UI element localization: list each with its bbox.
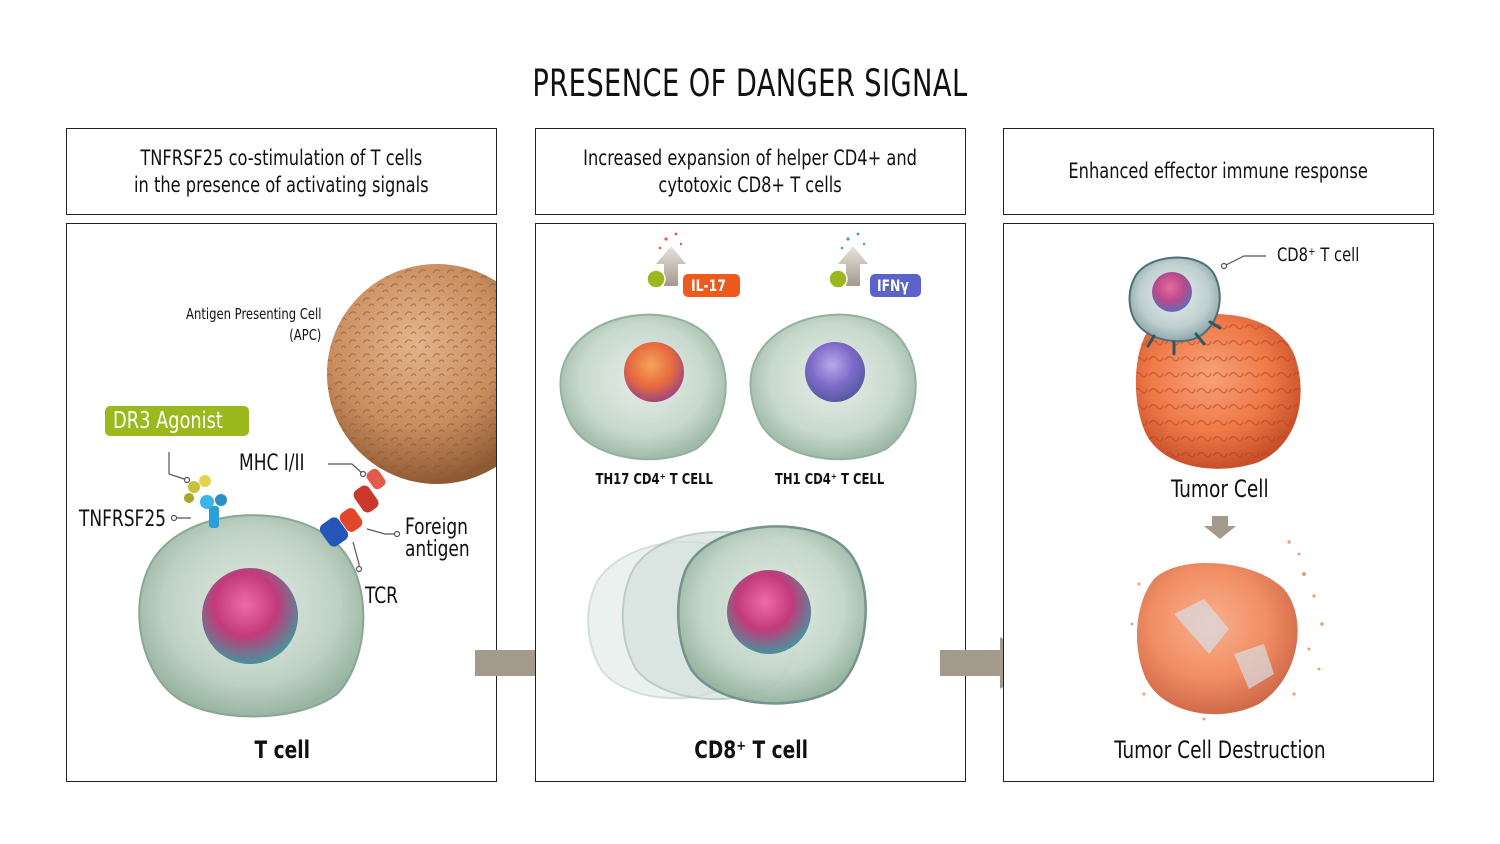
foreign-antigen-line1: Foreign [405, 515, 468, 540]
panel1-illustration [138, 264, 496, 718]
cd8-cell-cluster [587, 525, 867, 705]
panel3-header: Enhanced effector immune response [1003, 128, 1434, 215]
ifn-badge: IFNγ [870, 274, 922, 297]
t-cell-caption: T cell [254, 736, 311, 764]
page-title: PRESENCE OF DANGER SIGNAL [532, 62, 968, 105]
il17-badge: IL-17 [683, 274, 740, 297]
th1-cell [749, 313, 917, 461]
apc-label-line2: (APC) [288, 326, 321, 344]
panel1-header-line1: TNFRSF25 co-stimulation of T cells [140, 145, 423, 170]
tumor-cell-label: Tumor Cell [1170, 475, 1269, 503]
panel3-illustration [1128, 255, 1324, 721]
destroyed-tumor-cell [1130, 540, 1324, 721]
tcr-mhc-complex [319, 468, 386, 547]
tumor-cell [1135, 314, 1301, 469]
panel3-body: CD8⁺ T cell Tumor Cell Tumor Cell Destru… [1003, 223, 1434, 782]
panel2-header-line2: cytotoxic CD8+ T cells [658, 172, 843, 197]
panel1-header-line2: in the presence of activating signals [134, 172, 429, 197]
tnfrsf25-label: TNFRSF25 [79, 507, 167, 532]
panel2-illustration [559, 232, 917, 705]
th17-label: TH17 CD4⁺ T CELL [595, 470, 713, 488]
tumor-destruction-label: Tumor Cell Destruction [1113, 736, 1326, 764]
mhc-label: MHC I/II [239, 451, 305, 476]
foreign-antigen-label: Foreign antigen [405, 517, 480, 561]
panel2-header: Increased expansion of helper CD4+ and c… [535, 128, 966, 215]
th17-cell [559, 313, 727, 461]
tnfrsf25-receptor [184, 475, 227, 528]
t-cell [138, 514, 365, 718]
apc-label: Antigen Presenting Cell (APC) [164, 304, 321, 346]
cytokine-arrow-il17 [656, 232, 686, 286]
cd8-t-cell [1128, 256, 1222, 356]
apc-cell [327, 264, 496, 484]
foreign-antigen-line2: antigen [405, 537, 470, 562]
apc-label-line1: Antigen Presenting Cell [185, 305, 321, 323]
dr3-agonist-badge: DR3 Agonist [105, 406, 249, 436]
callout-line-cd8 [1220, 255, 1266, 270]
panel3-header-line1: Enhanced effector immune response [1068, 159, 1369, 183]
cytokine-arrow-ifn [838, 232, 868, 286]
down-arrow-icon [1204, 516, 1236, 539]
callout-lines [168, 452, 401, 573]
panel1-header: TNFRSF25 co-stimulation of T cells in th… [66, 128, 497, 215]
cd8-t-cell-label: CD8⁺ T cell [1277, 244, 1360, 266]
cd8-caption: CD8⁺ T cell [694, 736, 809, 764]
panel2-body: + IL-17 IFNγ TH17 CD4⁺ T CELL TH1 CD4⁺ T… [535, 223, 966, 782]
th1-label: TH1 CD4⁺ T CELL [775, 470, 885, 488]
panel1-body: Antigen Presenting Cell (APC) DR3 Agonis… [66, 223, 497, 782]
dr3-agonist-label: DR3 Agonist [113, 408, 223, 434]
panel2-header-line1: Increased expansion of helper CD4+ and [583, 145, 918, 170]
tcr-label: TCR [365, 584, 399, 609]
plus-badges [646, 269, 848, 289]
